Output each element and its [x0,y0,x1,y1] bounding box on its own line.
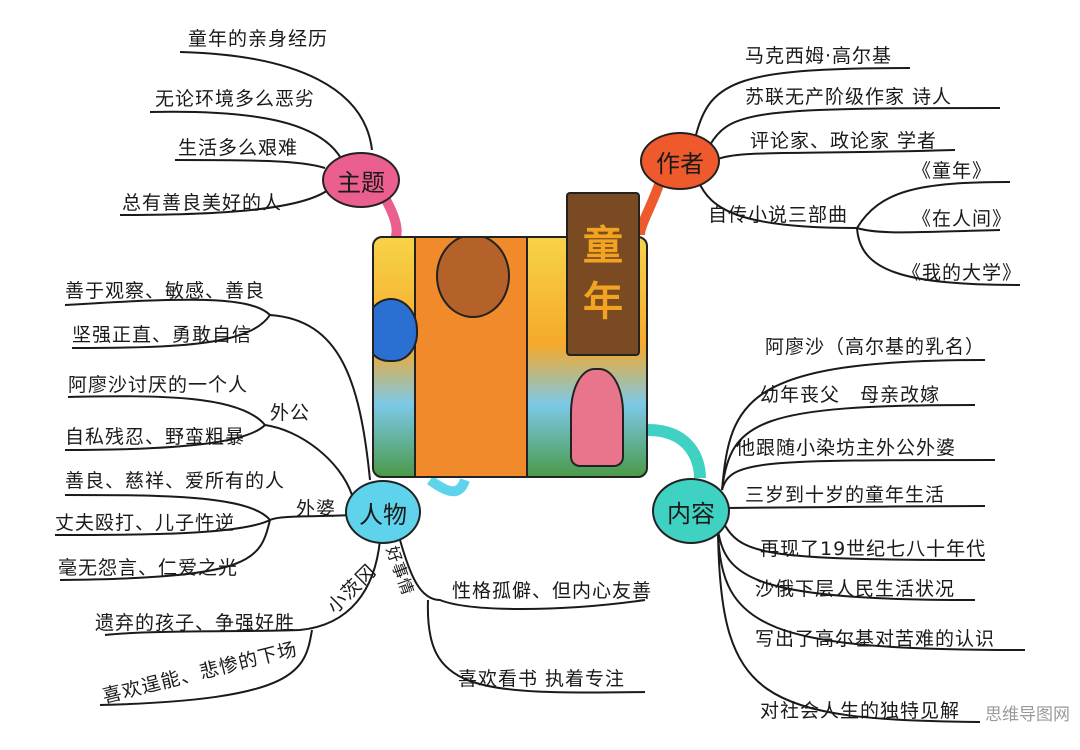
grandma-item: 善良、慈祥、爱所有的人 [65,470,286,492]
hero-trait: 善于观察、敏感、善良 [65,280,266,302]
content-item: 幼年丧父 母亲改嫁 [760,384,941,406]
node-characters: 人物 [345,480,421,544]
title-plank: 童 年 [566,192,640,356]
node-theme: 主题 [322,152,400,208]
grandma-item: 毫无怨言、仁爱之光 [58,557,239,579]
grandma-label: 外婆 [296,498,337,520]
content-item: 三岁到十岁的童年生活 [745,484,946,506]
goodbusiness-item: 性格孤僻、但内心友善 [452,580,653,602]
title-char-1: 童 [583,223,623,269]
author-item: 马克西姆·高尔基 [745,45,893,67]
trilogy-item: 《童年》 [912,160,993,182]
grandpa-item: 阿廖沙讨厌的一个人 [68,374,249,396]
content-item: 对社会人生的独特见解 [760,700,961,722]
theme-item: 无论环境多么恶劣 [155,88,316,110]
grandma-item: 丈夫殴打、儿子忤逆 [55,512,236,534]
trilogy-item: 《在人间》 [912,208,1013,230]
grandma-figure [570,368,624,467]
content-item: 写出了高尔基对苦难的认识 [755,628,996,650]
theme-item: 生活多么艰难 [178,137,299,159]
content-item: 再现了19世纪七八十年代 [760,538,987,560]
title-char-2: 年 [583,279,623,325]
grandpa-label: 外公 [270,402,311,424]
author-item: 自传小说三部曲 [708,204,849,226]
gypsy-item: 遗弃的孩子、争强好胜 [95,612,296,634]
hero-trait: 坚强正直、勇敢自信 [72,324,253,346]
trilogy-item: 《我的大学》 [902,262,1023,284]
boy-head [436,238,510,318]
watermark: 思维导图网 [985,705,1070,725]
content-item: 阿廖沙（高尔基的乳名） [765,336,986,358]
node-author: 作者 [640,132,720,190]
content-item: 他跟随小染坊主外公外婆 [736,437,957,459]
author-item: 苏联无产阶级作家 诗人 [745,86,953,108]
goodbusiness-item: 喜欢看书 执着专注 [458,668,626,690]
grandpa-item: 自私残忍、野蛮粗暴 [65,426,246,448]
node-content: 内容 [652,478,730,544]
theme-item: 总有善良美好的人 [122,192,283,214]
author-item: 评论家、政论家 学者 [750,130,938,152]
content-item: 沙俄下层人民生活状况 [755,578,956,600]
theme-item: 童年的亲身经历 [188,28,329,50]
bundle [374,298,418,362]
